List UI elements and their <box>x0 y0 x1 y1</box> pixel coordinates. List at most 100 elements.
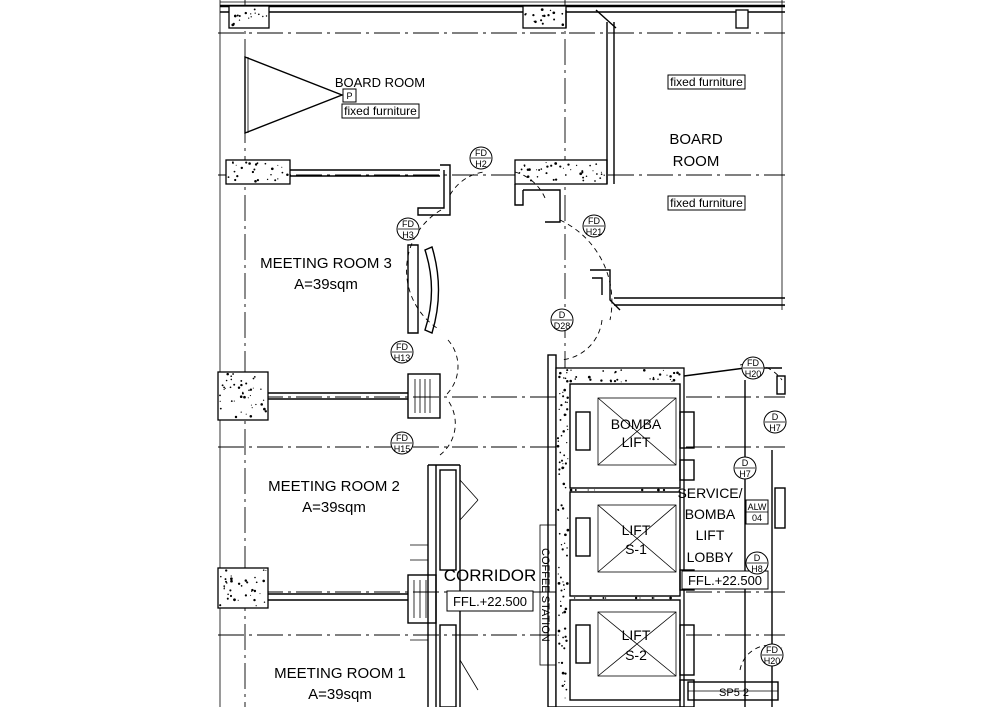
concrete-speck <box>233 598 236 602</box>
concrete-speck <box>558 468 561 471</box>
concrete-speck <box>559 418 562 421</box>
lobby-label-3: LIFT <box>696 527 725 543</box>
concrete-speck <box>223 587 225 589</box>
concrete-speck <box>236 174 239 178</box>
concrete-speck <box>662 369 664 371</box>
concrete-speck <box>560 403 563 407</box>
concrete-speck <box>634 596 638 600</box>
lobby-level-label: FFL.+22.500 <box>688 573 762 588</box>
concrete-speck <box>602 370 605 372</box>
concrete-speck <box>233 23 235 26</box>
concrete-speck <box>559 576 562 579</box>
concrete-speck <box>562 584 565 586</box>
concrete-speck <box>240 166 244 170</box>
concrete-speck <box>559 451 562 454</box>
door-tag-bottom: H7 <box>739 469 751 479</box>
concrete-speck <box>575 376 578 378</box>
concrete-speck <box>238 19 241 21</box>
concrete-speck <box>547 14 550 17</box>
concrete-speck <box>541 22 544 25</box>
concrete-speck <box>245 382 248 385</box>
concrete-speck <box>253 589 257 593</box>
concrete-speck <box>262 579 265 583</box>
concrete-speck <box>560 661 564 665</box>
concrete-speck <box>219 400 221 402</box>
meeting-room-2-label: MEETING ROOM 2 <box>268 478 400 495</box>
concrete-speck <box>235 164 237 166</box>
meeting-room-3-area: A=39sqm <box>294 276 358 293</box>
concrete-speck <box>600 379 603 382</box>
concrete-speck <box>579 172 583 176</box>
concrete-speck <box>244 11 247 15</box>
door-tag-bottom: H20 <box>764 656 781 666</box>
meeting-room-2-area: A=39sqm <box>302 499 366 516</box>
concrete-speck <box>564 462 568 465</box>
concrete-speck <box>232 373 235 375</box>
door-tag-bottom: H20 <box>745 369 762 379</box>
concrete-speck <box>265 15 268 17</box>
lift-labels: BOMBA LIFT LIFT S-1 LIFT S-2 <box>611 416 662 663</box>
concrete-speck <box>561 548 564 551</box>
concrete-speck <box>540 8 544 11</box>
concrete-speck <box>526 175 530 178</box>
concrete-speck <box>558 473 561 475</box>
concrete-speck <box>253 8 256 11</box>
concrete-speck <box>599 177 602 179</box>
concrete-speck <box>240 411 242 413</box>
concrete-speck <box>666 374 668 376</box>
concrete-speck <box>564 680 566 682</box>
concrete-speck <box>557 582 561 585</box>
concrete-speck <box>262 15 264 18</box>
concrete-speck <box>534 20 537 24</box>
concrete-speck <box>567 428 569 431</box>
concrete-speck <box>562 391 564 393</box>
concrete-speck <box>575 164 578 167</box>
door-tag-top: D <box>772 412 779 422</box>
concrete-speck <box>563 684 565 686</box>
concrete-speck <box>570 369 572 371</box>
concrete-speck <box>566 554 568 557</box>
concrete-speck <box>594 489 596 491</box>
concrete-speck <box>561 645 563 647</box>
lift-core <box>547 354 695 707</box>
concrete-speck <box>277 164 279 166</box>
concrete-speck <box>233 170 236 173</box>
concrete-speck <box>558 532 561 535</box>
concrete-speck <box>565 688 568 691</box>
concrete-speck <box>609 380 613 383</box>
concrete-speck <box>260 403 263 406</box>
concrete-speck <box>260 388 262 390</box>
concrete-speck <box>247 397 249 399</box>
concrete-speck <box>234 415 238 419</box>
concrete-speck <box>616 378 619 381</box>
concrete-speck <box>248 17 250 19</box>
concrete-speck <box>567 163 570 166</box>
concrete-speck <box>550 164 553 167</box>
concrete-speck <box>562 395 565 398</box>
meeting-room-1-area: A=39sqm <box>308 686 372 703</box>
concrete-speck <box>556 444 560 448</box>
concrete-speck <box>221 384 224 387</box>
concrete-speck <box>676 371 679 375</box>
concrete-speck <box>554 162 558 165</box>
concrete-speck <box>264 162 267 165</box>
concrete-speck <box>250 16 252 18</box>
concrete-speck <box>564 533 567 537</box>
concrete-speck <box>565 639 568 643</box>
concrete-speck <box>563 413 567 417</box>
concrete-speck <box>679 489 681 491</box>
concrete-speck <box>540 19 543 22</box>
concrete-speck <box>253 376 256 378</box>
concrete-speck <box>566 528 570 532</box>
concrete-speck <box>560 459 564 462</box>
concrete-speck <box>587 489 589 491</box>
door-tag-top: FD <box>475 148 487 158</box>
corridor-level-label: FFL.+22.500 <box>453 594 527 609</box>
board-room-right-label-2: ROOM <box>673 153 720 170</box>
concrete-speck <box>536 176 539 178</box>
concrete-speck <box>563 647 566 650</box>
